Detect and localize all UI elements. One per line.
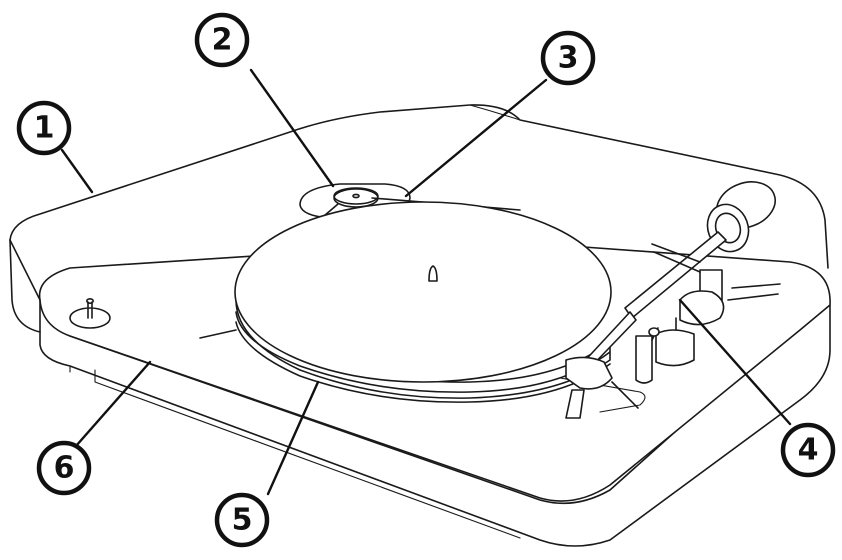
callout-5-label: 5: [232, 503, 253, 538]
callout-2-label: 2: [212, 23, 233, 58]
dust-cover: [9, 104, 829, 333]
leader-lines: [60, 68, 792, 496]
callout-2: 2: [194, 12, 250, 68]
plinth: [39, 299, 831, 547]
power-switch: [69, 297, 111, 329]
callout-1: 1: [16, 100, 72, 156]
platter: [234, 201, 612, 403]
callout-5: 5: [214, 492, 270, 548]
callout-3-label: 3: [558, 41, 579, 76]
callout-6: 6: [36, 440, 92, 496]
callout-6-label: 6: [54, 451, 75, 486]
callout-1-label: 1: [34, 111, 55, 146]
tonearm: [565, 181, 781, 419]
callout-4: 4: [780, 422, 836, 478]
callout-4-label: 4: [798, 433, 819, 468]
callout-3: 3: [540, 30, 596, 86]
